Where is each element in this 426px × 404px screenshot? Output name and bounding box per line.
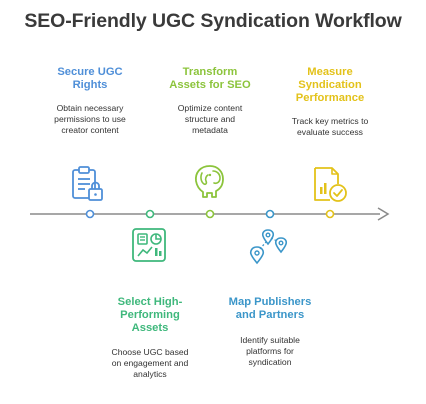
step-title-line: Assets: [131, 322, 169, 334]
step-desc-line: Optimize content: [177, 103, 243, 113]
step-title-transform-assets-for-seo: Transform Assets for SEO: [160, 66, 260, 92]
step-title-line: Select High-: [117, 296, 183, 308]
timeline-node-secure-ugc-rights: [85, 209, 95, 219]
step-desc-map-publishers-and-partners: Identify suitable platforms for syndicat…: [215, 335, 325, 368]
step-desc-line: permissions to use: [54, 114, 126, 124]
step-title-line: Secure UGC: [57, 66, 123, 78]
map-pins-icon: [249, 229, 288, 265]
report-check-icon: [314, 167, 347, 202]
step-title-line: Rights: [72, 79, 108, 91]
step-title-line: Assets for SEO: [169, 79, 251, 91]
step-desc-line: Obtain necessary: [56, 103, 124, 113]
step-desc-secure-ugc-rights: Obtain necessary permissions to use crea…: [35, 103, 145, 136]
step-desc-line: Choose UGC based: [111, 347, 189, 357]
step-title-map-publishers-and-partners: Map Publishers and Partners: [218, 296, 322, 322]
timeline-node-transform-assets-for-seo: [205, 209, 215, 219]
step-title-select-high-performing-assets: Select High- Performing Assets: [100, 296, 200, 335]
step-title-measure-syndication-performance: Measure Syndication Performance: [275, 66, 385, 105]
step-desc-measure-syndication-performance: Track key metrics to evaluate success: [270, 116, 390, 138]
timeline-node-select-high-performing-assets: [145, 209, 155, 219]
step-desc-line: platforms for: [246, 346, 294, 356]
step-title-line: Performing: [120, 309, 180, 321]
step-desc-line: Track key metrics to: [291, 116, 369, 126]
step-desc-line: Identify suitable: [240, 335, 300, 345]
step-desc-line: syndication: [248, 357, 292, 367]
step-title-line: Syndication: [298, 79, 362, 91]
step-desc-transform-assets-for-seo: Optimize content structure and metadata: [155, 103, 265, 136]
step-desc-select-high-performing-assets: Choose UGC based on engagement and analy…: [95, 347, 205, 380]
step-title-line: and Partners: [235, 309, 305, 321]
step-title-line: Performance: [295, 92, 365, 104]
timeline-arrow-icon: [377, 207, 390, 221]
step-desc-line: evaluate success: [297, 127, 363, 137]
step-title-line: Measure: [307, 66, 353, 78]
elephant-icon: [195, 165, 224, 198]
step-desc-line: analytics: [133, 369, 167, 379]
step-title-line: Transform: [182, 66, 238, 78]
dashboard-icon: [132, 228, 166, 262]
page-title: SEO-Friendly UGC Syndication Workflow: [24, 10, 402, 32]
clipboard-lock-icon: [72, 166, 103, 201]
timeline-node-map-publishers-and-partners: [265, 209, 275, 219]
timeline-node-measure-syndication-performance: [325, 209, 335, 219]
step-title-secure-ugc-rights: Secure UGC Rights: [40, 66, 140, 92]
step-desc-line: on engagement and: [111, 358, 189, 368]
step-desc-line: creator content: [61, 125, 119, 135]
step-desc-line: metadata: [192, 125, 228, 135]
step-desc-line: structure and: [184, 114, 236, 124]
step-title-line: Map Publishers: [228, 296, 312, 308]
